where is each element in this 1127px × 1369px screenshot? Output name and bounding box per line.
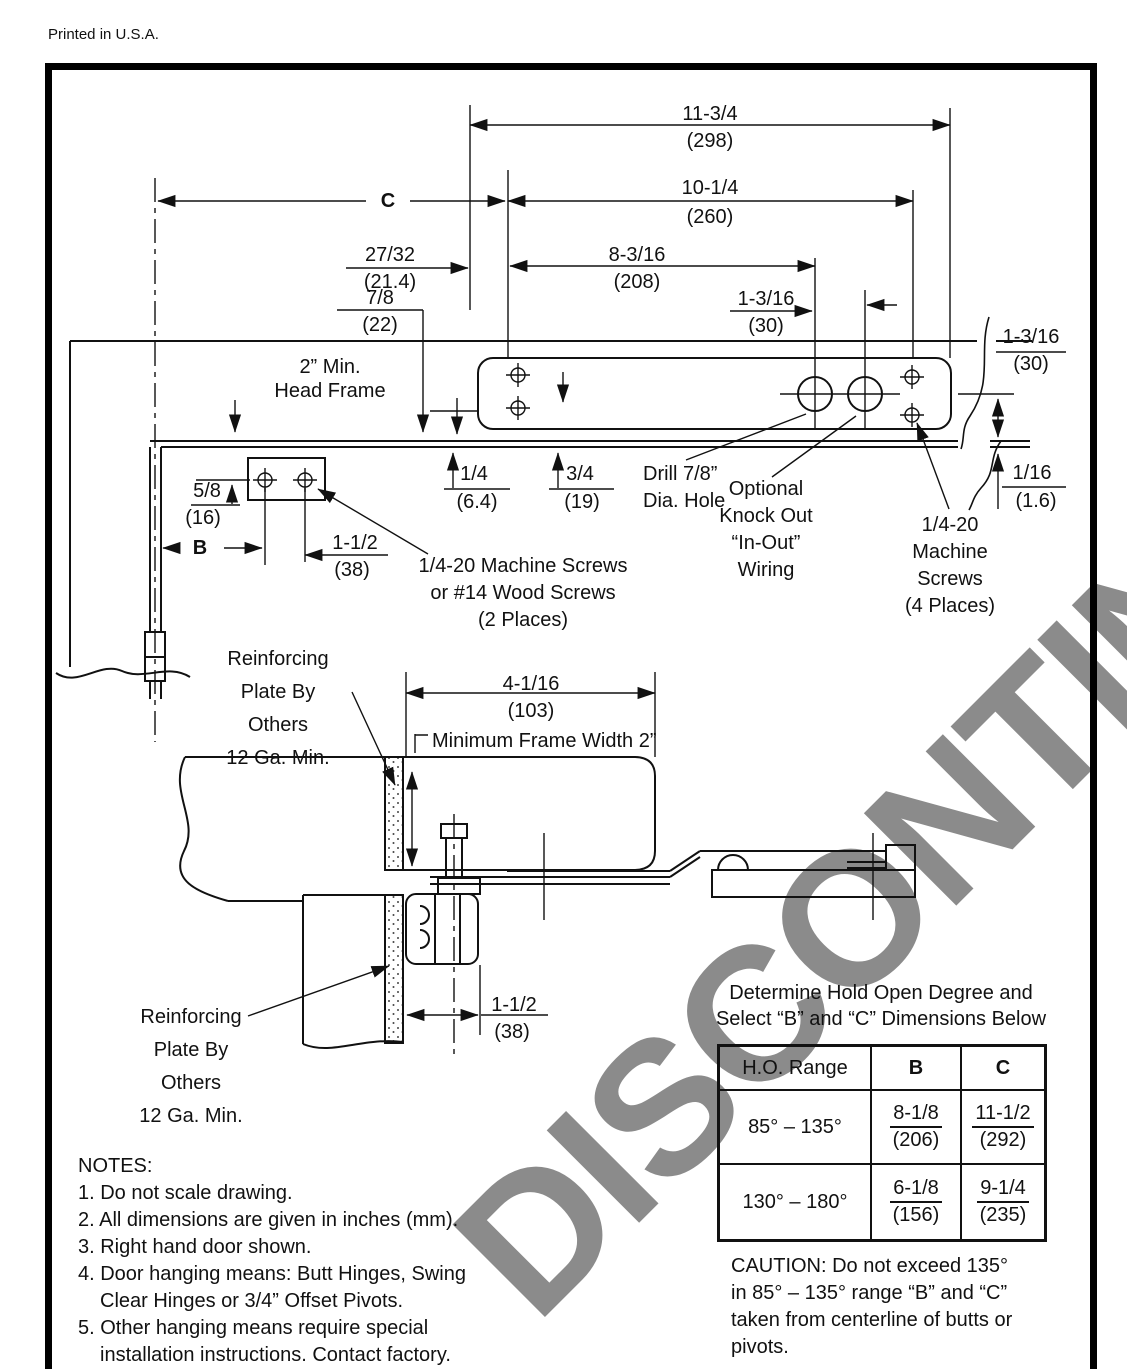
note-item-continuation: Clear Hinges or 3/4” Offset Pivots.: [100, 1290, 404, 1312]
reinf-plate-bot-label-4: 12 Ga. Min.: [139, 1105, 243, 1127]
note-item: 3. Right hand door shown.: [78, 1236, 312, 1258]
dim-1-4-mm: (6.4): [456, 491, 498, 513]
caution-line: taken from centerline of butts or: [731, 1309, 1013, 1331]
dim-11-34-mm: (298): [686, 130, 734, 152]
c-mm-value: (235): [979, 1204, 1027, 1226]
dim-1-316-top-in: 1-3/16: [737, 288, 795, 310]
knockout-label-4: Wiring: [737, 559, 795, 581]
b-mm-value: (156): [892, 1204, 940, 1226]
dim-1-316-right-mm: (30): [1013, 353, 1049, 375]
dim-10-14-mm: (260): [686, 206, 734, 228]
head-frame-label-1: 2” Min.: [299, 356, 361, 378]
dim-27-32-mm: (21.4): [363, 271, 417, 293]
printed-in-usa-label: Printed in U.S.A.: [48, 26, 159, 43]
head-frame-label-2: Head Frame: [274, 380, 386, 402]
reinf-plate-bot-label-2: Plate By: [153, 1039, 229, 1061]
table-row-b-value: 8-1/8(206): [872, 1091, 962, 1165]
dim-1-12b-in: 1-1/2: [491, 994, 537, 1016]
dim-c-label: C: [380, 190, 396, 212]
table-title-line-1: Determine Hold Open Degree and: [729, 982, 1033, 1004]
dim-1-316-top-mm: (30): [748, 315, 784, 337]
caution-line: pivots.: [731, 1336, 789, 1358]
dim-5-8-in: 5/8: [193, 480, 221, 502]
note-item: 2. All dimensions are given in inches (m…: [78, 1209, 459, 1231]
table-row-c-value: 9-1/4(235): [962, 1165, 1044, 1239]
sheet-border: [45, 63, 1097, 1369]
dim-7-8-in: 7/8: [366, 287, 394, 309]
caution-line: CAUTION: Do not exceed 135°: [731, 1255, 1009, 1277]
dim-4-116-mm: (103): [507, 700, 555, 722]
machine-screws4-label-1: 1/4-20: [921, 514, 979, 536]
reinf-plate-top-label-3: Others: [247, 714, 309, 736]
drill-label-1: Drill 7/8”: [643, 463, 718, 485]
table-header-c: C: [962, 1047, 1044, 1091]
table-row-range: 85° – 135°: [720, 1091, 872, 1165]
dim-3-4-mm: (19): [564, 491, 600, 513]
dim-4-116-in: 4-1/16: [502, 673, 560, 695]
dim-3-4-in: 3/4: [566, 463, 594, 485]
min-frame-width-label: Minimum Frame Width 2”: [432, 730, 657, 752]
table-header-ho-range: H.O. Range: [720, 1047, 872, 1091]
dim-10-14-in: 10-1/4: [681, 177, 739, 199]
knockout-label-3: “In-Out”: [731, 532, 801, 554]
note-item: 5. Other hanging means require special: [78, 1317, 429, 1339]
dim-1-316-right-in: 1-3/16: [1002, 326, 1060, 348]
caution-line: in 85° – 135° range “B” and “C”: [731, 1282, 1008, 1304]
dim-1-16-mm: (1.6): [1015, 490, 1057, 512]
dim-8-316-in: 8-3/16: [608, 244, 666, 266]
machine-screws4-label-2: Machine: [912, 541, 988, 563]
dim-1-12-in: 1-1/2: [332, 532, 378, 554]
knockout-label-1: Optional: [728, 478, 804, 500]
note-item: 1. Do not scale drawing.: [78, 1182, 293, 1204]
machine-screws2-label-3: (2 Places): [477, 609, 569, 631]
dim-11-34-in: 11-3/4: [682, 103, 738, 125]
table-header-b: B: [872, 1047, 962, 1091]
c-inch-value: 11-1/2: [972, 1102, 1034, 1128]
dim-b-label: B: [192, 537, 208, 559]
notes-list: NOTES: 1. Do not scale drawing. 2. All d…: [78, 1153, 466, 1369]
drill-label-2: Dia. Hole: [643, 490, 726, 512]
reinf-plate-bot-label-3: Others: [160, 1072, 222, 1094]
machine-screws2-label-2: or #14 Wood Screws: [430, 582, 616, 604]
b-inch-value: 8-1/8: [890, 1102, 942, 1128]
note-item: 4. Door hanging means: Butt Hinges, Swin…: [78, 1263, 466, 1285]
reinf-plate-top-label-1: Reinforcing: [227, 648, 329, 670]
dim-1-16-in: 1/16: [1012, 462, 1052, 484]
machine-screws4-label-4: (4 Places): [904, 595, 996, 617]
table-title-line-2: Select “B” and “C” Dimensions Below: [715, 1008, 1047, 1030]
b-inch-value: 6-1/8: [890, 1177, 942, 1203]
dim-27-32-in: 27/32: [364, 244, 416, 266]
note-item-continuation: installation instructions. Contact facto…: [100, 1344, 451, 1366]
knockout-label-2: Knock Out: [719, 505, 813, 527]
dim-1-4-in: 1/4: [460, 463, 488, 485]
hold-open-table: H.O. Range B C 85° – 135° 8-1/8(206) 11-…: [717, 1044, 1047, 1242]
caution-text: CAUTION: Do not exceed 135° in 85° – 135…: [731, 1253, 1012, 1361]
c-mm-value: (292): [979, 1129, 1027, 1151]
table-row-b-value: 6-1/8(156): [872, 1165, 962, 1239]
reinf-plate-top-label-2: Plate By: [240, 681, 316, 703]
dim-7-8-mm: (22): [362, 314, 398, 336]
dim-8-316-mm: (208): [613, 271, 661, 293]
table-row-c-value: 11-1/2(292): [962, 1091, 1044, 1165]
reinf-plate-bot-label-1: Reinforcing: [140, 1006, 242, 1028]
reinf-plate-top-label-4: 12 Ga. Min.: [226, 747, 330, 769]
dim-1-12b-mm: (38): [494, 1021, 530, 1043]
dim-1-12-mm: (38): [334, 559, 370, 581]
notes-heading: NOTES:: [78, 1155, 153, 1177]
dim-5-8-mm: (16): [185, 507, 221, 529]
table-row-range: 130° – 180°: [720, 1165, 872, 1239]
machine-screws2-label-1: 1/4-20 Machine Screws: [418, 555, 628, 577]
machine-screws4-label-3: Screws: [917, 568, 983, 590]
c-inch-value: 9-1/4: [977, 1177, 1029, 1203]
b-mm-value: (206): [892, 1129, 940, 1151]
